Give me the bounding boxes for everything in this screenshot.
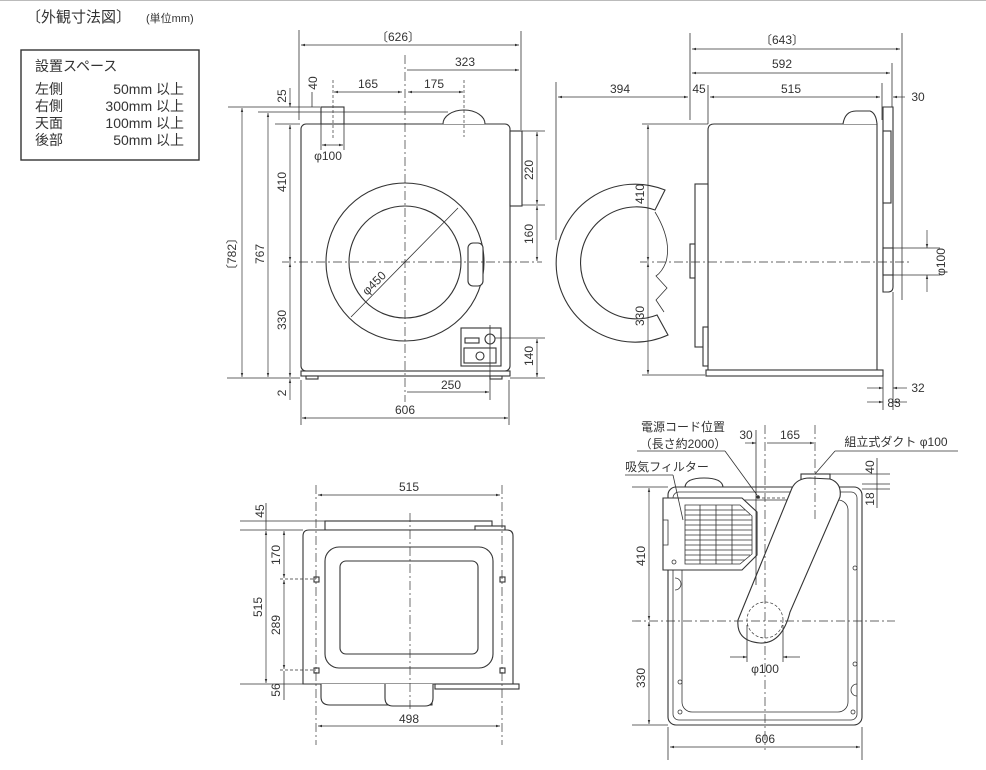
space-value-top: 100mm 以上 <box>105 115 184 131</box>
open-door <box>555 183 669 343</box>
side-overall-depth: 〔643〕 <box>760 33 804 47</box>
front-duct-offset: 40 <box>306 76 320 90</box>
front-side-upper: 220 <box>522 160 536 180</box>
rear-top-a: 40 <box>863 460 877 474</box>
space-side-left: 左側 <box>35 81 63 97</box>
space-value-back: 50mm 以上 <box>113 132 184 148</box>
install-space-title: 設置スペース <box>35 58 117 74</box>
front-duct-right: 175 <box>424 77 444 91</box>
install-space-box: 設置スペース 左側 50mm 以上 右側 300mm 以上 天面 100mm 以… <box>20 49 200 161</box>
side-back-offset: 30 <box>911 90 925 104</box>
front-duct-left: 165 <box>358 77 378 91</box>
front-lower: 330 <box>275 310 289 330</box>
cord-length-label: （長さ約2000） <box>640 436 727 451</box>
top-border <box>0 0 986 1</box>
top-view: 515 498 45 515 170 289 56 <box>240 480 520 745</box>
top-width-bottom: 498 <box>399 712 419 726</box>
side-view: 〔643〕 592 394 45 515 30 410 330 φ100 32 … <box>555 33 948 410</box>
front-duct-diameter: φ100 <box>314 149 342 163</box>
button-icon <box>475 351 485 361</box>
cord-position-label: 電源コード位置 <box>641 419 725 434</box>
side-body <box>707 123 878 371</box>
side-door-swing: 394 <box>610 82 630 96</box>
exhaust-duct <box>320 106 345 125</box>
side-bottom-offset-b: 83 <box>887 396 901 410</box>
side-body-depth: 515 <box>781 82 801 96</box>
front-overall-width: 〔626〕 <box>376 30 420 44</box>
lid-inner <box>339 560 479 655</box>
front-center-to-right: 323 <box>455 55 475 69</box>
top-seg-a: 170 <box>269 545 283 565</box>
foot <box>489 375 503 380</box>
top-seg-c: 56 <box>269 683 283 697</box>
intake-filter <box>662 497 758 571</box>
front-side-mid: 160 <box>522 224 536 244</box>
front-body-height: 767 <box>253 244 267 264</box>
top-seg-b: 289 <box>269 615 283 635</box>
top-depth: 515 <box>251 597 265 617</box>
unit-label: (単位mm) <box>146 11 194 25</box>
side-lower: 330 <box>633 306 647 326</box>
side-upper: 410 <box>633 184 647 204</box>
front-top-offset: 25 <box>275 89 289 103</box>
front-panel-offset: 250 <box>441 378 461 392</box>
rear-offset-a: 30 <box>739 428 753 442</box>
front-foot: 2 <box>275 389 289 396</box>
space-side-top: 天面 <box>35 115 63 131</box>
space-value-right: 300mm 以上 <box>105 98 184 114</box>
foot <box>305 375 319 380</box>
side-duct-diameter: φ100 <box>934 248 948 276</box>
rear-width: 606 <box>755 732 775 746</box>
top-back-offset: 45 <box>253 504 267 518</box>
space-side-right: 右側 <box>35 98 63 114</box>
front-upper: 410 <box>275 172 289 192</box>
door-handle <box>467 242 484 287</box>
rear-view: 電源コード位置 （長さ約2000） 吸気フィルター 組立式ダクト φ100 30… <box>625 419 958 760</box>
filter-label: 吸気フィルター <box>625 459 709 474</box>
rear-outlet-diameter: φ100 <box>751 662 779 676</box>
rear-offset-b: 165 <box>780 428 800 442</box>
page-title: 〔外観寸法図〕 <box>26 9 131 26</box>
space-value-left: 50mm 以上 <box>113 81 184 97</box>
front-panel-height: 140 <box>522 346 536 366</box>
filter-grid <box>684 504 753 565</box>
rear-lower: 330 <box>634 668 648 688</box>
rear-top-b: 18 <box>863 492 877 506</box>
duct-label: 組立式ダクト φ100 <box>844 434 947 449</box>
top-width-top: 515 <box>399 480 419 494</box>
front-view: 〔626〕 323 165 175 40 25 φ100 〔782〕 767 4… <box>225 30 545 425</box>
front-width: 606 <box>395 403 415 417</box>
side-front-offset: 45 <box>692 82 706 96</box>
front-overall-height: 〔782〕 <box>225 232 239 276</box>
side-bottom-offset-a: 32 <box>911 381 925 395</box>
side-depth: 592 <box>772 57 792 71</box>
rear-upper: 410 <box>634 546 648 566</box>
space-side-back: 後部 <box>35 132 63 148</box>
